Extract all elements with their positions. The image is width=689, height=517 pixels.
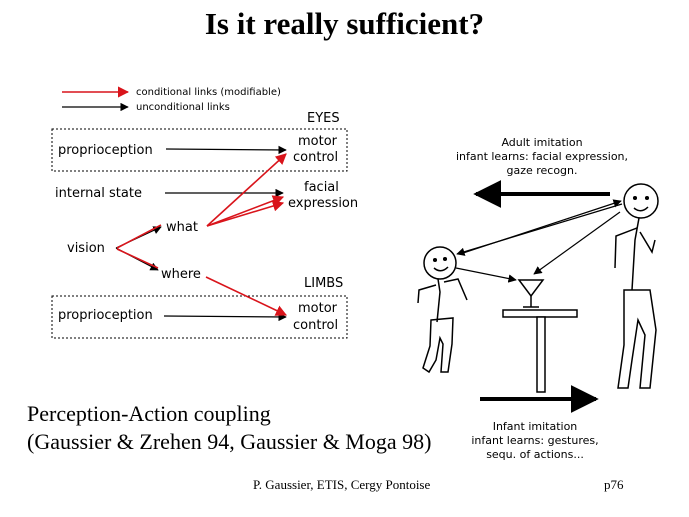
perception-action-coupling: Perception-Action coupling (Gaussier & Z… — [27, 400, 431, 456]
eyes-group-label: EYES — [307, 111, 340, 126]
link-proprioception-to-motor-top — [165, 145, 287, 155]
adult-imitation-line-3: gaze recogn. — [506, 164, 577, 177]
node-internal-state: internal state — [55, 186, 142, 201]
legend-conditional-label: conditional links (modifiable) — [136, 87, 281, 98]
table-with-cup — [502, 279, 578, 393]
node-what: what — [166, 220, 198, 235]
link-where-to-motor-bottom — [205, 276, 288, 316]
infant-imitation-line-2: infant learns: gestures, — [471, 434, 598, 447]
coupling-line-1: Perception-Action coupling — [27, 401, 271, 426]
link-what-to-facial-a — [206, 195, 285, 227]
node-facial-expression-2: expression — [288, 196, 358, 211]
link-proprioception-to-motor-bottom — [163, 312, 287, 322]
node-vision: vision — [67, 241, 105, 256]
gaze-arrows — [455, 199, 623, 283]
link-vision-to-what-red — [116, 224, 162, 249]
node-motor-control-top-2: control — [293, 150, 338, 165]
infant-imitation-line-3: sequ. of actions... — [486, 448, 584, 461]
adult-imitation-annotation: Adult imitation infant learns: facial ex… — [456, 136, 628, 208]
eyes-group-box — [51, 128, 348, 172]
node-where: where — [161, 267, 201, 282]
slide-title: Is it really sufficient? — [204, 6, 485, 41]
footer-page-number: p76 — [604, 477, 624, 492]
adult-figure — [614, 183, 659, 389]
link-what-to-facial-b — [206, 200, 285, 227]
node-facial-expression-1: facial — [304, 180, 339, 195]
infant-imitation-line-1: Infant imitation — [493, 420, 578, 433]
coupling-line-2: (Gaussier & Zrehen 94, Gaussier & Moga 9… — [27, 429, 432, 454]
infant-imitation-annotation: Infant imitation infant learns: gestures… — [471, 385, 599, 461]
node-motor-control-top-1: motor — [298, 134, 338, 149]
node-proprioception-bottom: proprioception — [58, 308, 153, 323]
limbs-group-label: LIMBS — [304, 276, 343, 291]
legend: conditional links (modifiable) unconditi… — [62, 86, 281, 113]
adult-imitation-line-2: infant learns: facial expression, — [456, 150, 628, 163]
adult-imitation-line-1: Adult imitation — [501, 136, 582, 149]
limbs-group-box — [51, 295, 348, 339]
node-proprioception-top: proprioception — [58, 143, 153, 158]
node-motor-control-bottom-1: motor — [298, 301, 338, 316]
link-what-to-motor-top — [206, 153, 287, 227]
node-motor-control-bottom-2: control — [293, 318, 338, 333]
legend-unconditional-label: unconditional links — [136, 102, 230, 113]
infant-figure — [417, 246, 468, 374]
footer-author: P. Gaussier, ETIS, Cergy Pontoise — [253, 477, 431, 492]
link-vision-to-where-red — [116, 248, 159, 269]
